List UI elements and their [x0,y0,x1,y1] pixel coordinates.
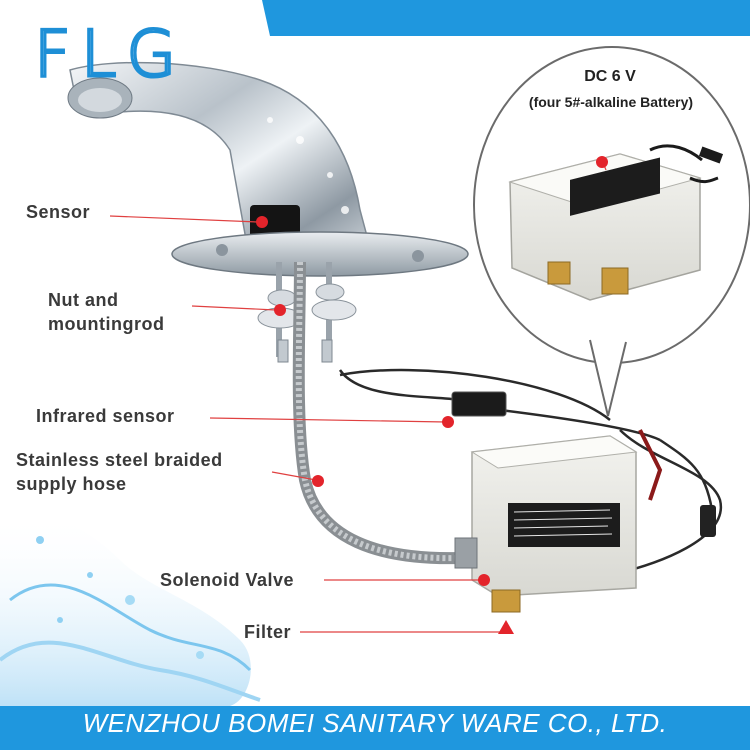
label-nut-line2: mountingrod [48,314,165,334]
label-sensor: Sensor [26,202,91,222]
inset-subtitle: (four 5#-alkaline Battery) [528,94,694,110]
marker-dots [256,156,608,634]
label-hose-line1: Stainless steel braided [16,450,223,470]
label-filter: Filter [244,622,292,642]
label-solenoid-valve: Solenoid Valve [160,570,295,590]
water-splash [0,513,261,706]
footer-company-name: WENZHOU BOMEI SANITARY WARE CO., LTD. [82,708,668,738]
header-banner [262,0,750,36]
brand-logo: FLG [32,17,187,94]
label-hose-line2: supply hose [16,474,127,494]
inset-title: DC 6 V [584,68,636,85]
solenoid-valve-box [454,435,638,613]
label-nut-line1: Nut and [48,290,119,310]
wires [338,368,723,572]
battery-box-inset [473,46,750,417]
leader-lines [109,159,607,633]
infrared-sensor-module [451,391,507,417]
faucet [67,61,469,363]
footer-band [0,706,750,750]
label-infrared-sensor: Infrared sensor [36,406,175,426]
